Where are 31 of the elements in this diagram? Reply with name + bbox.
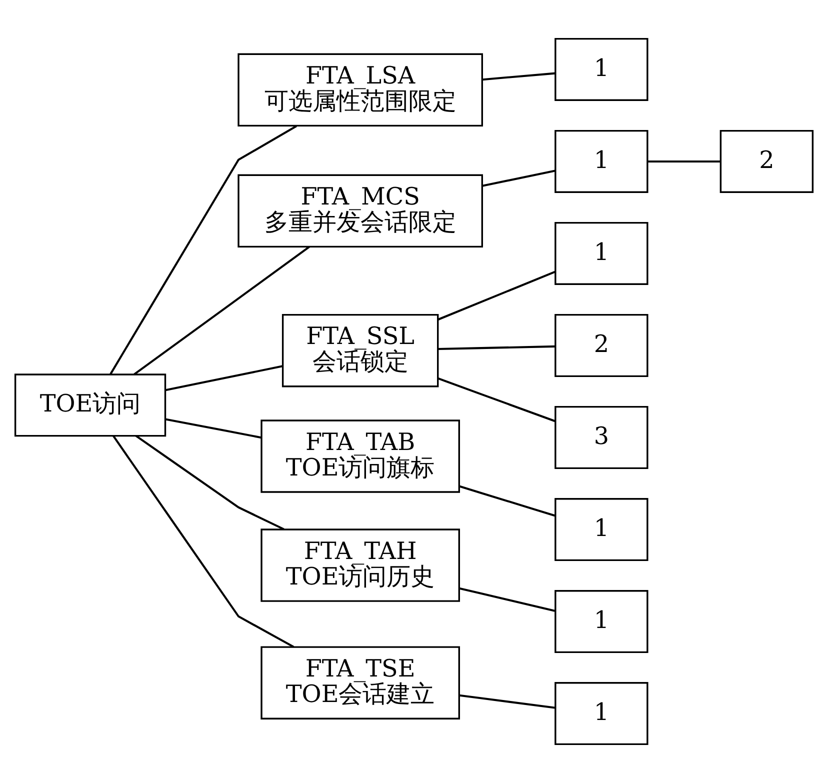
node-box: TOE访问 <box>14 374 166 437</box>
connector <box>165 418 262 439</box>
node-box: 1 <box>554 682 648 746</box>
connector <box>459 485 556 517</box>
connector <box>438 377 556 422</box>
node-box: 1 <box>554 130 648 193</box>
connector <box>438 270 556 321</box>
node-box: FTA_SSL 会话锁定 <box>282 314 439 388</box>
node-box: 1 <box>554 222 648 286</box>
node-box: 3 <box>554 406 648 470</box>
connector <box>459 694 555 709</box>
connector <box>135 434 284 530</box>
node-box: 1 <box>554 590 648 654</box>
connector <box>482 72 556 81</box>
connector <box>482 170 556 187</box>
node-box: 1 <box>554 498 648 562</box>
connector <box>134 246 310 376</box>
node-box: FTA_TSE TOE会话建立 <box>260 646 460 720</box>
connector <box>165 365 283 392</box>
connector <box>112 435 294 648</box>
connector <box>459 587 556 612</box>
connector <box>648 160 720 163</box>
node-box: 1 <box>554 38 648 101</box>
node-box: FTA_MCS 多重并发会话限定 <box>238 174 483 248</box>
node-box: FTA_TAH TOE访问历史 <box>260 528 460 602</box>
node-box: 2 <box>554 314 648 378</box>
connector <box>438 345 555 350</box>
node-box: FTA_TAB TOE访问旗标 <box>260 420 460 493</box>
node-box: 2 <box>720 130 814 193</box>
connector <box>110 125 297 375</box>
node-box: FTA_LSA 可选属性范围限定 <box>238 53 483 127</box>
